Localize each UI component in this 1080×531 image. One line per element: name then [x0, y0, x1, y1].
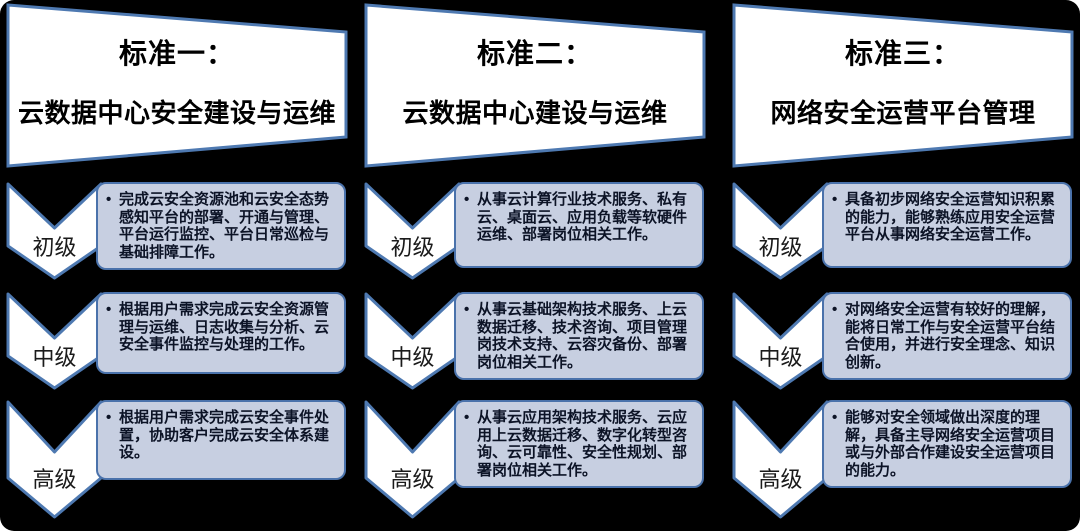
level-description-box: • 从事云应用架构技术服务、云应用上云数据迁移、数字化转型咨询、云可靠性、安全性… — [454, 400, 704, 488]
chevron-beginner: 初级 — [6, 182, 103, 281]
level-description: 对网络安全运营有较好的理解，能将日常工作与安全运营平台结合使用，并进行安全理念、… — [845, 301, 1056, 372]
chevron-intermediate: 中级 — [364, 292, 461, 391]
banner-standard-3: 标准三： 网络安全运营平台管理 — [732, 3, 1074, 168]
level-row-intermediate: 中级 • 从事云基础架构技术服务、上云数据迁移、技术咨询、项目管理岗技术支持、云… — [364, 292, 708, 392]
banner-title: 标准二： — [476, 38, 593, 69]
level-row-advanced: 高级 • 从事云应用架构技术服务、云应用上云数据迁移、数字化转型咨询、云可靠性、… — [364, 400, 708, 522]
standard-column-1: 标准一： 云数据中心安全建设与运维 初级 • 完成云安全资源池和云安全态势感知平… — [6, 0, 350, 531]
chevron-advanced: 高级 — [364, 400, 461, 520]
level-description-box: • 根据用户需求完成云安全事件处置，协助客户完成云安全体系建设。 — [96, 400, 346, 480]
bullet-icon: • — [464, 191, 470, 208]
bullet-icon: • — [106, 301, 112, 318]
banner-subtitle: 网络安全运营平台管理 — [770, 97, 1036, 128]
level-label: 初级 — [390, 235, 435, 260]
bullet-icon: • — [832, 191, 838, 208]
level-row-advanced: 高级 • 根据用户需求完成云安全事件处置，协助客户完成云安全体系建设。 — [6, 400, 350, 522]
level-row-beginner: 初级 • 从事云计算行业技术服务、私有云、桌面云、应用负载等软硬件运维、部署岗位… — [364, 182, 708, 282]
bullet-icon: • — [832, 301, 838, 318]
banner-title: 标准三： — [844, 38, 961, 69]
level-row-advanced: 高级 • 能够对安全领域做出深度的理解，具备主导网络安全运营项目或与外部合作建设… — [732, 400, 1076, 522]
chevron-down-icon — [364, 400, 461, 519]
level-row-intermediate: 中级 • 对网络安全运营有较好的理解，能将日常工作与安全运营平台结合使用，并进行… — [732, 292, 1076, 392]
level-label: 高级 — [32, 467, 77, 492]
banner-text: 标准二： 云数据中心建设与运维 — [364, 3, 706, 168]
bullet-icon: • — [106, 409, 112, 426]
level-row-beginner: 初级 • 完成云安全资源池和云安全态势感知平台的部署、开通与管理、平台运行监控、… — [6, 182, 350, 282]
level-description-box: • 对网络安全运营有较好的理解，能将日常工作与安全运营平台结合使用，并进行安全理… — [822, 292, 1072, 380]
pennant-shape — [6, 3, 348, 168]
level-description-box: • 能够对安全领域做出深度的理解，具备主导网络安全运营项目或与外部合作建设安全运… — [822, 400, 1072, 488]
level-description: 完成云安全资源池和云安全态势感知平台的部署、开通与管理、平台运行监控、平台日常巡… — [119, 191, 330, 262]
banner-text: 标准三： 网络安全运营平台管理 — [732, 3, 1074, 168]
chevron-intermediate: 中级 — [6, 292, 103, 391]
bullet-icon: • — [464, 409, 470, 426]
level-label: 初级 — [32, 235, 77, 260]
level-label: 初级 — [758, 235, 803, 260]
banner-standard-1: 标准一： 云数据中心安全建设与运维 — [6, 3, 348, 168]
standard-column-2: 标准二： 云数据中心建设与运维 初级 • 从事云计算行业技术服务、私有云、桌面云… — [364, 0, 708, 531]
banner-standard-2: 标准二： 云数据中心建设与运维 — [364, 3, 706, 168]
chevron-beginner: 初级 — [364, 182, 461, 281]
level-description: 从事云应用架构技术服务、云应用上云数据迁移、数字化转型咨询、云可靠性、安全性规划… — [477, 409, 688, 480]
bullet-icon: • — [464, 301, 470, 318]
level-description: 从事云计算行业技术服务、私有云、桌面云、应用负载等软硬件运维、部署岗位相关工作。 — [477, 191, 688, 244]
level-description: 具备初步网络安全运营知识积累的能力，能够熟练应用安全运营平台从事网络安全运营工作… — [845, 191, 1056, 244]
bullet-icon: • — [832, 409, 838, 426]
banner-subtitle: 云数据中心建设与运维 — [402, 97, 668, 128]
banner-subtitle: 云数据中心安全建设与运维 — [17, 97, 336, 128]
level-label: 中级 — [758, 345, 803, 370]
level-description: 能够对安全领域做出深度的理解，具备主导网络安全运营项目或与外部合作建设安全运营项… — [845, 409, 1056, 480]
level-description-box: • 从事云基础架构技术服务、上云数据迁移、技术咨询、项目管理岗技术支持、云容灾备… — [454, 292, 704, 380]
banner-text: 标准一： 云数据中心安全建设与运维 — [6, 3, 348, 168]
chevron-beginner: 初级 — [732, 182, 829, 281]
level-description: 从事云基础架构技术服务、上云数据迁移、技术咨询、项目管理岗技术支持、云容灾备份、… — [477, 301, 688, 372]
level-description-box: • 具备初步网络安全运营知识积累的能力，能够熟练应用安全运营平台从事网络安全运营… — [822, 182, 1072, 268]
standard-column-3: 标准三： 网络安全运营平台管理 初级 • 具备初步网络安全运营知识积累的能力，能… — [732, 0, 1076, 531]
bullet-icon: • — [106, 191, 112, 208]
level-label: 中级 — [390, 345, 435, 370]
level-description-box: • 从事云计算行业技术服务、私有云、桌面云、应用负载等软硬件运维、部署岗位相关工… — [454, 182, 704, 268]
level-description-box: • 完成云安全资源池和云安全态势感知平台的部署、开通与管理、平台运行监控、平台日… — [96, 182, 346, 270]
level-row-beginner: 初级 • 具备初步网络安全运营知识积累的能力，能够熟练应用安全运营平台从事网络安… — [732, 182, 1076, 282]
chevron-down-icon — [6, 400, 103, 519]
banner-title: 标准一： — [118, 38, 235, 69]
level-description: 根据用户需求完成云安全资源管理与运维、日志收集与分析、云安全事件监控与处理的工作… — [119, 301, 330, 354]
level-label: 高级 — [390, 467, 435, 492]
level-description-box: • 根据用户需求完成云安全资源管理与运维、日志收集与分析、云安全事件监控与处理的… — [96, 292, 346, 374]
pennant-shape — [364, 3, 706, 168]
level-label: 高级 — [758, 467, 803, 492]
chevron-down-icon — [732, 400, 829, 519]
level-label: 中级 — [32, 345, 77, 370]
level-description: 根据用户需求完成云安全事件处置，协助客户完成云安全体系建设。 — [119, 409, 330, 462]
chevron-intermediate: 中级 — [732, 292, 829, 391]
level-row-intermediate: 中级 • 根据用户需求完成云安全资源管理与运维、日志收集与分析、云安全事件监控与… — [6, 292, 350, 392]
pennant-shape — [732, 3, 1074, 168]
chevron-advanced: 高级 — [732, 400, 829, 520]
chevron-advanced: 高级 — [6, 400, 103, 520]
